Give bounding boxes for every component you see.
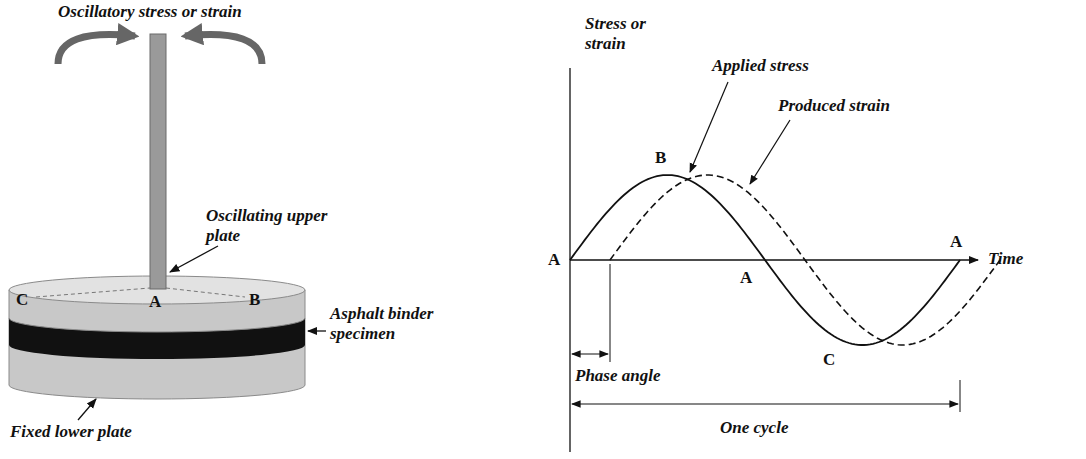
leader-line [750,120,790,184]
radius-line [166,288,245,297]
point-label: C [823,350,835,370]
curve-label: Applied stress [712,56,809,76]
phase-arrow [572,353,608,354]
point-label: B [655,148,666,168]
x-axis [570,259,978,260]
leader-line [690,82,728,172]
cycle-tick [960,380,961,412]
cycle-arrow [572,403,958,404]
leader-line [308,330,326,331]
binder-specimen [9,318,305,359]
point-label: B [249,290,260,310]
dimension-label: One cycle [720,418,788,438]
axis-label: Time [988,249,1023,269]
point-label: C [16,290,28,310]
applied-stress-curve [570,175,960,345]
point-label: A [950,232,962,252]
rotation-arrow [58,35,135,64]
part-label: Oscillating upper plate [206,206,336,245]
axis-label: Stress or strain [585,14,675,53]
curve-label: Produced strain [778,96,890,116]
point-label: A [149,292,161,312]
produced-strain-curve [610,175,1000,345]
radius-line [36,288,150,297]
part-label: Asphalt binder specimen [330,304,470,343]
leader-line [170,246,218,272]
shaft [150,34,166,289]
point-label: A [740,268,752,288]
plate-body [9,290,305,399]
phase-tick [610,264,611,362]
dimension-label: Phase angle [575,366,660,386]
leader-line [78,399,96,420]
heading-label: Oscillatory stress or strain [58,2,242,22]
plate-edge [9,318,305,332]
part-label: Fixed lower plate [10,422,132,442]
rotation-arrow [185,35,262,64]
point-label: A [548,250,560,270]
